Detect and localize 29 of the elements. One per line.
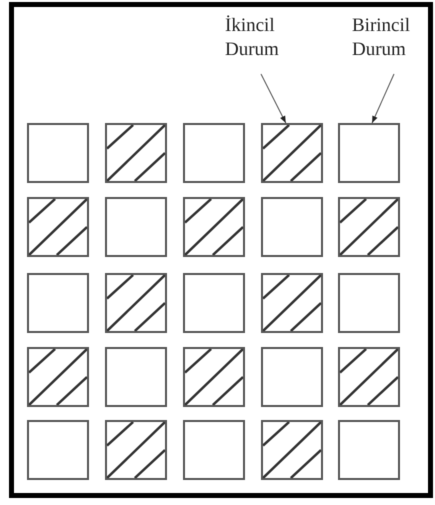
empty-square (105, 197, 167, 257)
callout-label: Birincil Durum (352, 14, 435, 62)
empty-square (27, 273, 89, 333)
leader-line (260, 74, 286, 124)
hatched-square (105, 273, 167, 333)
hatched-square (261, 273, 323, 333)
empty-square (27, 123, 89, 183)
empty-square (261, 347, 323, 407)
hatched-square (27, 197, 89, 257)
empty-square (27, 420, 89, 480)
hatched-square (105, 420, 167, 480)
hatched-square (27, 347, 89, 407)
hatched-square (261, 420, 323, 480)
hatched-square (338, 197, 400, 257)
hatched-square (183, 197, 245, 257)
empty-square (105, 347, 167, 407)
hatched-square (338, 347, 400, 407)
hatched-square (261, 123, 323, 183)
empty-square (261, 197, 323, 257)
empty-square (183, 273, 245, 333)
empty-square (183, 420, 245, 480)
callout-label: İkincil Durum (225, 14, 297, 62)
empty-square (183, 123, 245, 183)
empty-square (338, 420, 400, 480)
hatched-square (183, 347, 245, 407)
empty-square (338, 273, 400, 333)
empty-square (338, 123, 400, 183)
leader-line (372, 74, 394, 124)
hatched-square (105, 123, 167, 183)
